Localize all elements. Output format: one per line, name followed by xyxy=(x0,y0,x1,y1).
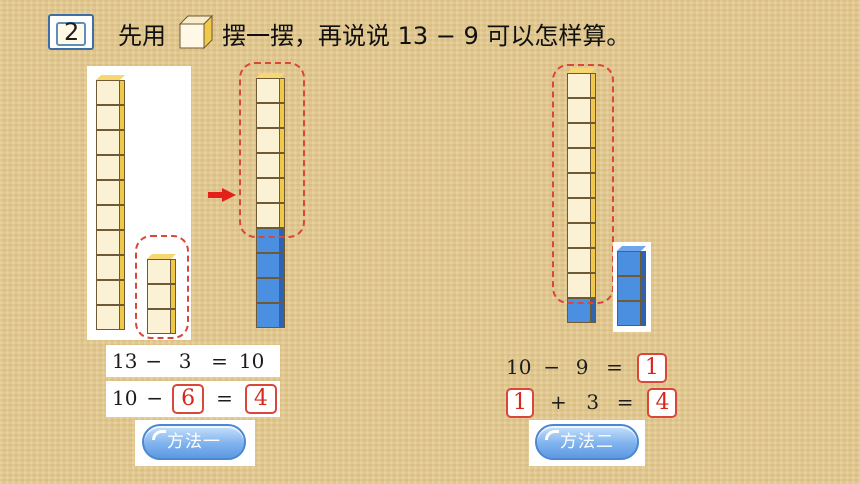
dashed-highlight-three xyxy=(135,235,189,339)
operator: − xyxy=(543,355,561,379)
ten-cube-column xyxy=(96,75,125,330)
title-prefix: 先用 xyxy=(118,22,166,50)
book-icon xyxy=(56,22,86,46)
equation-1a: 13 − 3 = 10 xyxy=(112,349,264,373)
equation-2b: 1 + 3 = 4 xyxy=(506,388,678,418)
three-blue-cube-column xyxy=(617,246,646,326)
operator: − xyxy=(145,349,163,373)
operand: 10 xyxy=(112,386,138,410)
three-cube-column xyxy=(147,254,176,334)
equals-sign: = xyxy=(216,386,233,410)
equation-1b: 10 − 6 = 4 xyxy=(112,384,277,414)
split-cube-column xyxy=(256,73,285,328)
answer-box: 6 xyxy=(172,384,205,414)
dashed-highlight-six xyxy=(239,62,305,238)
equals-sign: = xyxy=(211,349,228,373)
dashed-highlight-nine xyxy=(552,64,614,304)
result: 10 xyxy=(238,349,265,373)
answer-box: 4 xyxy=(647,388,678,418)
method-two-label: 方法二 xyxy=(560,432,614,452)
arrow-right-icon xyxy=(208,188,236,202)
problem-number-badge: 2 xyxy=(48,14,94,50)
operand: 3 xyxy=(178,349,192,373)
operator: − xyxy=(146,386,164,410)
answer-box: 1 xyxy=(636,353,667,383)
cube-icon xyxy=(178,14,214,50)
method-one-label: 方法一 xyxy=(167,432,221,452)
problem-number: 2 xyxy=(64,18,80,46)
equation-2a: 10 − 9 = 1 xyxy=(506,353,667,383)
title-text: 摆一摆，再说说 13 − 9 可以怎样算。 xyxy=(222,22,631,50)
operand: 3 xyxy=(586,390,600,414)
equals-sign: = xyxy=(606,355,623,379)
method-one-button[interactable]: 方法一 xyxy=(142,424,246,460)
operator: + xyxy=(549,390,567,414)
answer-box: 4 xyxy=(244,384,277,414)
answer-box: 1 xyxy=(506,388,534,418)
equals-sign: = xyxy=(616,390,634,414)
operand: 9 xyxy=(575,355,589,379)
equation-panel-1 xyxy=(106,345,280,377)
method-two-button[interactable]: 方法二 xyxy=(535,424,639,460)
operand: 13 xyxy=(112,349,138,373)
operand: 10 xyxy=(506,355,532,379)
